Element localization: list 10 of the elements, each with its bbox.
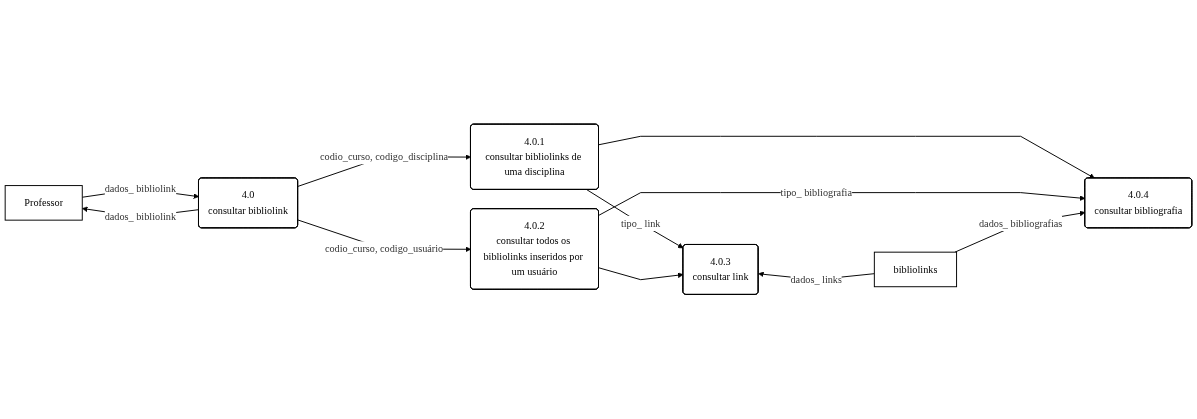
edge-label: tipo_ link [620,217,661,229]
node-box: Professor [4,185,83,221]
edge-label: dados_ bibliolink [104,211,177,223]
edge-label: tipo_ bibliografia [780,187,852,198]
edge-label: codio_curso, codigo_disciplina [320,151,449,163]
edge-label: dados_ links [790,274,842,286]
edge-label: codio_curso, codigo_usuário [324,243,444,255]
edge-label: dados_ bibliografias [978,217,1063,229]
node-box: bibliolinks [873,251,958,288]
edge-label: dados_ bibliolink [104,183,177,195]
